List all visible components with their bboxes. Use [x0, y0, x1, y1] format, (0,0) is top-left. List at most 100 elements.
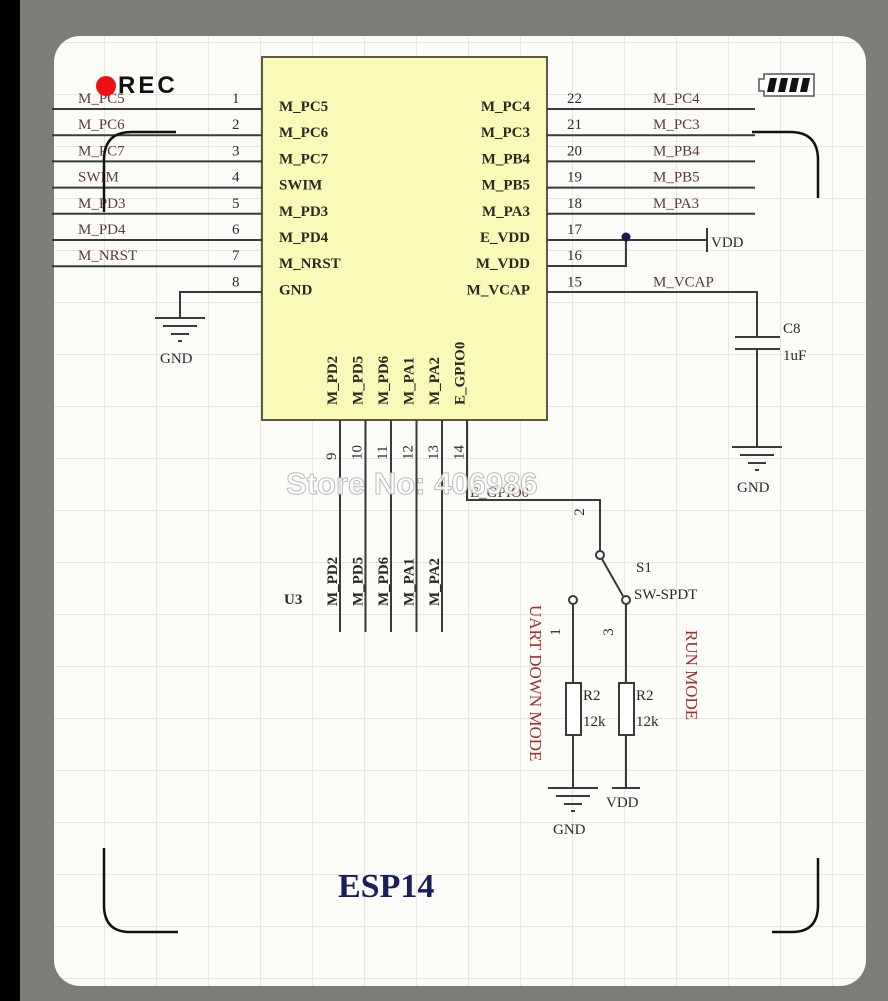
pin-number: 17 — [567, 222, 583, 238]
pin-name: M_PC3 — [481, 125, 530, 141]
pin-name: M_PB4 — [482, 151, 531, 167]
net-label: M_VCAP — [653, 274, 714, 290]
net-label: M_PD3 — [78, 196, 126, 212]
pin-number: 4 — [232, 170, 240, 186]
pin-name: M_PC4 — [481, 99, 531, 115]
net-label: M_PC5 — [78, 91, 125, 107]
net-label: M_PA1 — [402, 558, 418, 606]
pin-name: M_VCAP — [467, 282, 530, 298]
pin-name: M_PD6 — [376, 355, 392, 405]
pin-number: 13 — [426, 445, 442, 460]
net-label: M_PD6 — [376, 556, 392, 606]
pin-number: 18 — [567, 196, 582, 212]
pin-name: E_VDD — [480, 230, 530, 246]
switch-designator: S1 — [636, 560, 652, 576]
net-label: M_PC3 — [653, 117, 700, 133]
pin-number: 8 — [232, 274, 240, 290]
pin-name: M_PD3 — [279, 204, 328, 220]
pin-number: 16 — [567, 248, 583, 264]
schematic-title: ESP14 — [338, 868, 435, 905]
pin-name: M_VDD — [476, 256, 530, 272]
resistor-left-value: 12k — [583, 714, 606, 730]
junction-dot — [621, 232, 631, 242]
viewfinder-corners — [102, 130, 820, 934]
pin-name: M_PC6 — [279, 125, 329, 141]
pin-name: M_PA3 — [482, 204, 530, 220]
pin-number: 11 — [375, 446, 391, 460]
pin-number: 1 — [232, 91, 240, 107]
switch-pin-2: 2 — [572, 508, 588, 516]
switch-pin-3: 3 — [601, 628, 617, 636]
pin-name: M_PD2 — [325, 356, 341, 405]
net-label: SWIM — [78, 170, 119, 186]
battery-bar — [800, 78, 810, 92]
switch-type: SW-SPDT — [634, 587, 697, 603]
resistor-left — [565, 682, 582, 736]
net-label: M_PB5 — [653, 170, 700, 186]
pin-number: 15 — [567, 274, 582, 290]
record-dot-icon — [96, 76, 116, 96]
ground-symbol-pin8: GND — [155, 291, 262, 367]
pin-name: GND — [279, 282, 313, 298]
net-label: M_PD2 — [325, 557, 341, 606]
pin-name: M_PB5 — [482, 178, 530, 194]
resistor-right-value: 12k — [636, 714, 659, 730]
pin-number: 7 — [232, 248, 240, 264]
capacitor-c8: C8 1uF GND — [547, 291, 806, 496]
gnd-label-switch: GND — [553, 822, 586, 838]
net-label: M_PA2 — [427, 558, 443, 606]
switch-s1: 2 S1 SW-SPDT 1 3 R2 12k GND R2 12k VDD — [466, 420, 697, 838]
pin-number: 19 — [567, 170, 582, 186]
uart-down-mode-label: UART DOWN MODE — [526, 605, 545, 761]
pin-name: M_PD4 — [279, 230, 329, 246]
resistor-right-designator: R2 — [636, 688, 654, 704]
net-label: M_PB4 — [653, 143, 700, 159]
net-label: M_PD4 — [78, 222, 126, 238]
chip-body — [261, 56, 548, 421]
battery-icon — [758, 73, 815, 97]
pin-name: M_NRST — [279, 256, 341, 272]
pin-number: 22 — [567, 91, 582, 107]
component-designator: U3 — [284, 592, 302, 608]
net-label: M_PC4 — [653, 91, 700, 107]
pin-number: 5 — [232, 196, 240, 212]
battery-bar — [778, 78, 788, 92]
vdd-label-switch: VDD — [606, 795, 639, 811]
net-label: M_PC6 — [78, 117, 125, 133]
pin-number: 6 — [232, 222, 240, 238]
pin-number: 9 — [324, 453, 340, 461]
pin-name: SWIM — [279, 178, 322, 194]
pin-number: 14 — [452, 445, 468, 461]
pin-number: 21 — [567, 117, 582, 133]
net-label: M_PA3 — [653, 196, 699, 212]
pin-number: 10 — [350, 445, 366, 460]
store-watermark: Store No: 406986 — [286, 466, 539, 502]
pin-number: 2 — [232, 117, 240, 133]
vdd-label: VDD — [711, 235, 744, 251]
capacitor-designator: C8 — [783, 321, 801, 337]
net-label: M_PD5 — [351, 557, 367, 606]
pin-name: M_PD5 — [351, 356, 367, 405]
pin-name: M_PA1 — [402, 357, 418, 405]
pin-name: M_PC5 — [279, 99, 328, 115]
run-mode-label: RUN MODE — [682, 630, 701, 720]
recording-indicator: REC — [96, 72, 178, 100]
net-label: M_NRST — [78, 248, 137, 264]
resistor-right — [618, 682, 635, 736]
pin-number: 20 — [567, 143, 582, 159]
rec-label: REC — [118, 72, 178, 99]
vdd-symbol: VDD — [547, 228, 744, 267]
pin-number: 12 — [401, 445, 417, 460]
battery-bar — [789, 78, 799, 92]
pin-name: M_PC7 — [279, 151, 329, 167]
gnd-label-c8: GND — [737, 480, 770, 496]
battery-bar — [767, 78, 777, 92]
net-label: M_PC7 — [78, 143, 125, 159]
bottom-pins: 9M_PD2M_PD210M_PD5M_PD511M_PD6M_PD612M_P… — [324, 342, 529, 632]
gnd-label: GND — [160, 351, 193, 367]
net-label: E_GPIO0 — [470, 485, 529, 501]
resistor-left-designator: R2 — [583, 688, 601, 704]
